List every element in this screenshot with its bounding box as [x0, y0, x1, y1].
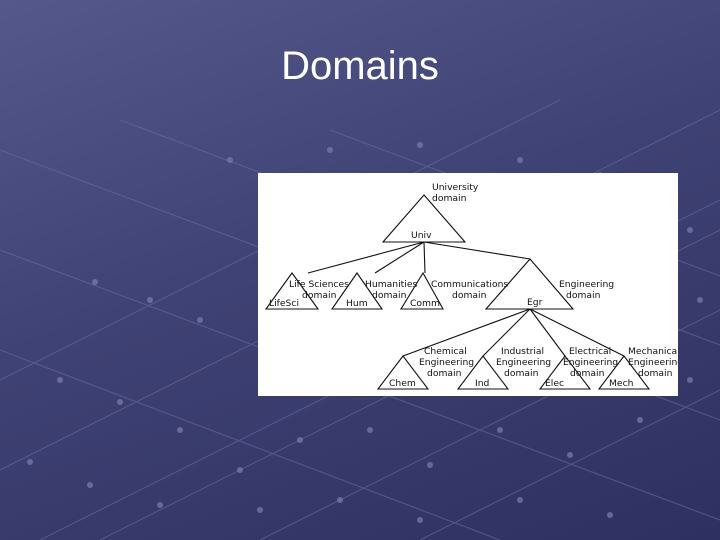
slide-title: Domains	[281, 44, 439, 88]
communications-domain-node: Communications domain Comm	[400, 271, 508, 310]
lifesci-label: LifeSci	[269, 298, 299, 309]
life-sciences-caption-line2: domain	[302, 290, 337, 301]
chemical-caption-line3: domain	[427, 368, 462, 379]
mechanical-caption-line3: domain	[638, 368, 673, 379]
humanities-caption-line2: domain	[372, 290, 407, 301]
electrical-caption-line1: Electrical	[569, 346, 611, 357]
mech-label: Mech	[609, 378, 634, 389]
electrical-engineering-domain-node: Electrical Engineering domain Elec	[538, 346, 618, 390]
chem-label: Chem	[389, 378, 416, 389]
chemical-caption-line1: Chemical	[424, 346, 467, 357]
comm-label: Comm	[410, 298, 440, 309]
electrical-caption-line2: Engineering	[563, 357, 618, 368]
engineering-caption-line1: Engineering	[559, 279, 614, 290]
elec-label: Elec	[545, 378, 564, 389]
electrical-caption-line3: domain	[570, 368, 605, 379]
university-domain-caption-line1: University	[432, 182, 479, 193]
root-links	[307, 241, 531, 274]
life-sciences-domain-node: Life Sciences domain LifeSci	[264, 272, 349, 310]
industrial-engineering-domain-node: Industrial Engineering domain Ind	[456, 346, 551, 390]
hum-label: Hum	[346, 298, 368, 309]
communications-caption-line1: Communications	[431, 279, 508, 290]
chemical-caption-line2: Engineering	[419, 357, 474, 368]
mechanical-caption-line2: Engineering	[628, 357, 678, 368]
university-domain-caption-line2: domain	[432, 193, 467, 204]
ind-label: Ind	[475, 378, 489, 389]
communications-caption-line2: domain	[452, 290, 487, 301]
chemical-engineering-domain-node: Chemical Engineering domain Chem	[376, 346, 474, 390]
university-domain-node: University domain Univ	[381, 182, 479, 243]
humanities-caption-line1: Humanities	[365, 279, 417, 290]
humanities-domain-node: Humanities domain Hum	[330, 272, 417, 310]
industrial-caption-line1: Industrial	[501, 346, 544, 357]
mechanical-engineering-domain-node: Mechanical Engineering domain Mech	[597, 346, 678, 390]
industrial-caption-line3: domain	[504, 368, 539, 379]
mechanical-caption-line1: Mechanical	[628, 346, 678, 357]
engineering-links	[402, 308, 625, 357]
univ-label: Univ	[411, 230, 432, 241]
life-sciences-caption-line1: Life Sciences	[289, 279, 349, 290]
industrial-caption-line2: Engineering	[496, 357, 551, 368]
domain-hierarchy-diagram: University domain Univ Life Sciences dom…	[258, 173, 678, 396]
egr-label: Egr	[527, 297, 543, 308]
engineering-caption-line2: domain	[566, 290, 601, 301]
